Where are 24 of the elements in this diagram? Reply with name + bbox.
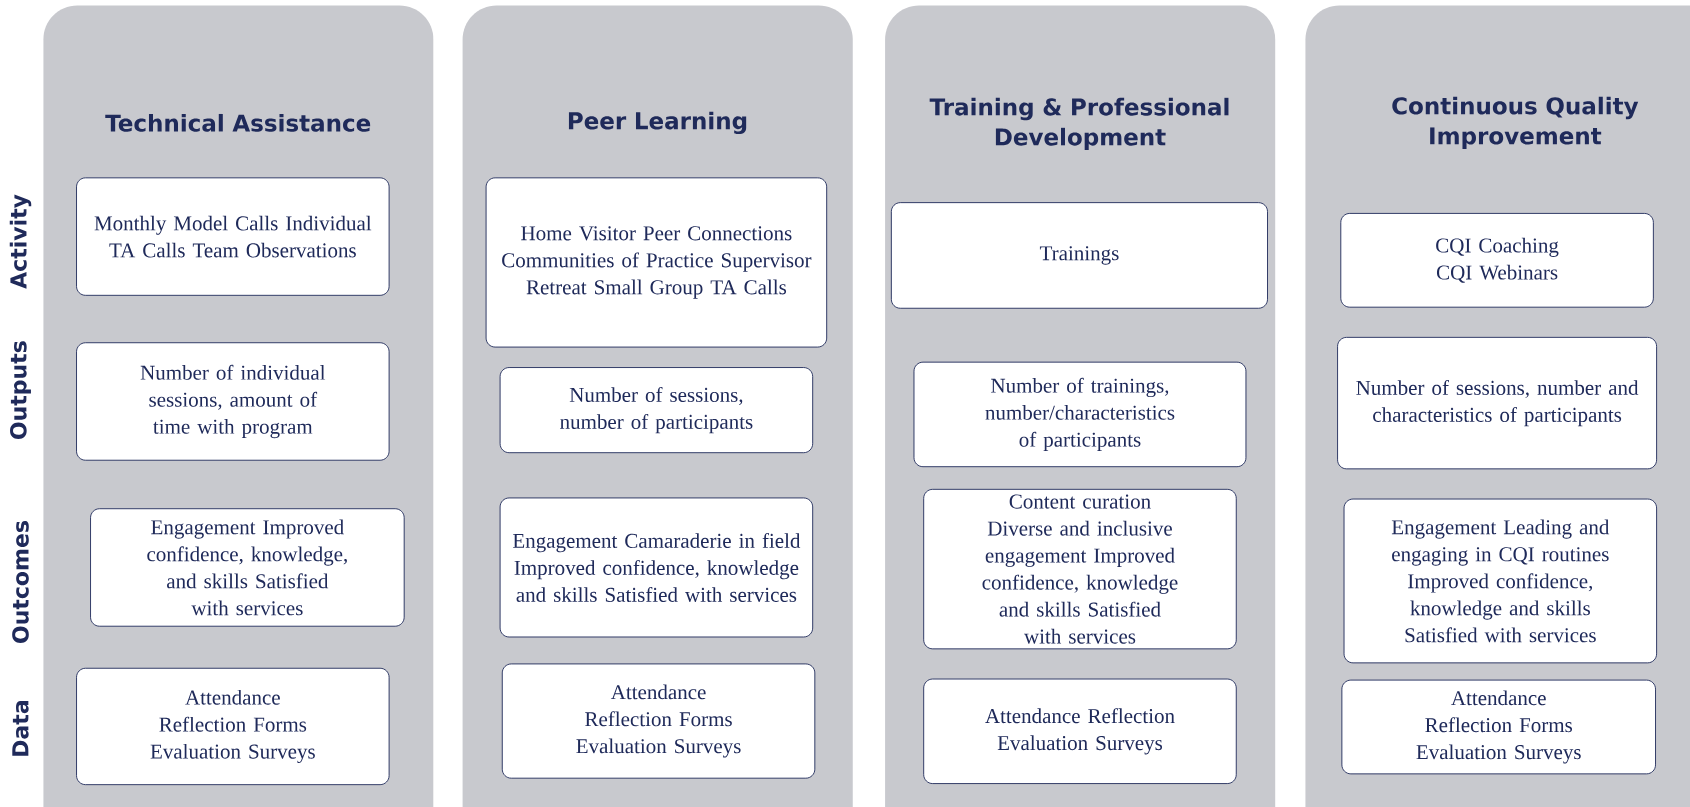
column-heading: Technical Assistance — [105, 113, 371, 132]
text-box: Monthly Model Calls Individual TA Calls Team Observations — [76, 177, 390, 296]
text-box: Content curation Diverse and inclusive engagement Improved confidence, knowledge and skills Satisfied with services — [923, 488, 1237, 650]
column-heading: Continuous Quality Improvement — [1392, 96, 1639, 149]
text-box: Engagement Improved confidence, knowledge, and skills Satisfied with services — [90, 508, 405, 627]
text-box: Home Visitor Peer Connections Communities of Practice Supervisor Retreat Small Group TA Calls — [485, 177, 828, 348]
row-label: Outputs — [10, 341, 31, 440]
text-box: Number of trainings, number/characteristics of participants — [913, 361, 1247, 468]
column-heading: Peer Learning — [568, 111, 747, 135]
text-box: Number of sessions, number of participants — [499, 367, 814, 454]
text-box: Attendance Reflection Forms Evaluation Surveys — [76, 667, 390, 786]
text-box: Attendance Reflection Evaluation Surveys — [923, 678, 1237, 785]
text-box: Number of individual sessions, amount of time with program — [76, 342, 390, 461]
text-box: Engagement Camaraderie in field Improved confidence, knowledge and skills Satisfied with services — [499, 497, 814, 638]
column-heading: Training & Professional Development — [929, 97, 1229, 151]
text-box: Attendance Reflection Forms Evaluation Surveys — [501, 663, 816, 779]
row-label: Outcomes — [12, 521, 29, 643]
text-box: Engagement Leading and engaging in CQI routines Improved confidence, knowledge and skills Satisfied with services — [1343, 498, 1658, 664]
row-label: Activity — [9, 194, 32, 289]
row-label: Data — [12, 701, 29, 756]
text-box: Attendance Reflection Forms Evaluation Surveys — [1341, 679, 1656, 775]
text-box: Number of sessions, number and characteristics of participants — [1337, 336, 1658, 470]
text-box: Trainings — [890, 202, 1268, 309]
text-box: CQI Coaching CQI Webinars — [1340, 212, 1654, 308]
